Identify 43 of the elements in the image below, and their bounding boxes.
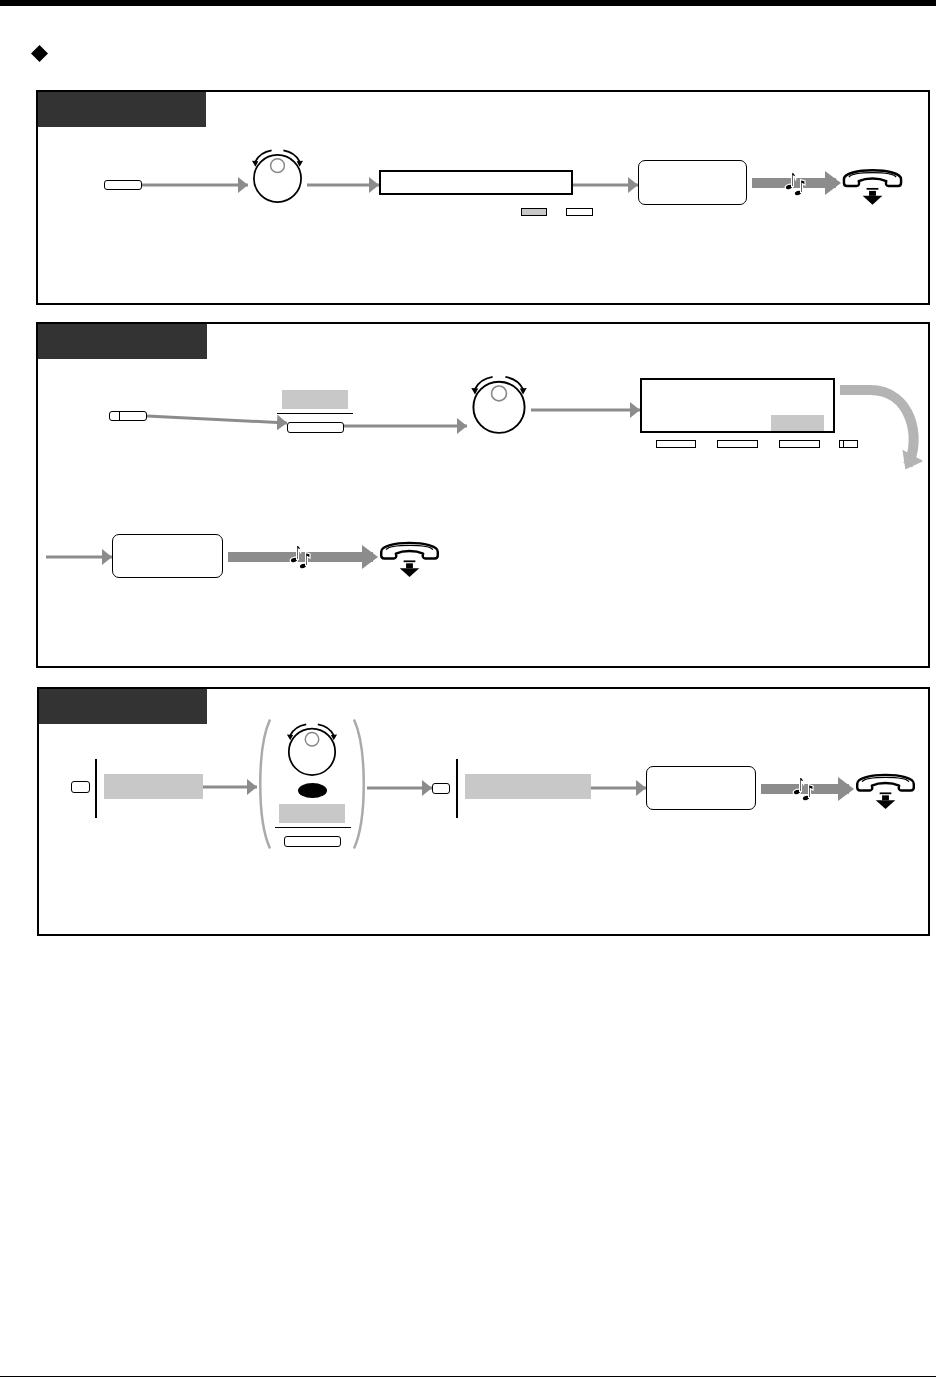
arrow xyxy=(146,414,288,431)
phone-key xyxy=(71,781,90,793)
rounded-frame xyxy=(112,534,223,578)
display-screen xyxy=(640,378,835,433)
phone-key xyxy=(432,783,450,794)
soft-key xyxy=(521,208,547,216)
step-panel xyxy=(37,687,930,936)
arrow xyxy=(591,780,646,796)
arrow xyxy=(307,177,379,193)
tone-arrow xyxy=(752,171,841,195)
rounded-frame xyxy=(646,766,756,810)
label-bar xyxy=(465,774,591,799)
step-panel xyxy=(36,90,930,305)
phone-key xyxy=(287,422,344,433)
arrow xyxy=(367,780,432,796)
rounded-frame xyxy=(638,160,747,205)
soft-key xyxy=(779,440,820,448)
label-bar xyxy=(104,774,203,799)
soft-key xyxy=(566,208,593,216)
tone-arrow xyxy=(761,777,854,801)
step-panel xyxy=(36,322,930,668)
label-bar xyxy=(279,804,345,823)
phone-key xyxy=(104,180,142,190)
oval-key xyxy=(298,783,327,798)
arrow xyxy=(531,402,640,418)
phone-key xyxy=(284,836,341,847)
soft-key xyxy=(839,440,858,448)
arrow xyxy=(142,177,248,193)
soft-key xyxy=(717,440,758,448)
header-tab xyxy=(39,689,207,724)
header-tab xyxy=(38,324,207,359)
curved-arrow xyxy=(840,385,924,470)
soft-key xyxy=(656,440,696,448)
arrow xyxy=(46,549,112,565)
arrow xyxy=(344,418,467,434)
display-screen xyxy=(379,170,573,195)
phone-key xyxy=(109,411,147,421)
header-tab xyxy=(38,92,206,127)
arrow xyxy=(203,779,257,795)
label-bar xyxy=(282,390,348,409)
tone-arrow xyxy=(228,545,378,569)
label-bar xyxy=(771,415,824,431)
arrow xyxy=(573,177,638,193)
